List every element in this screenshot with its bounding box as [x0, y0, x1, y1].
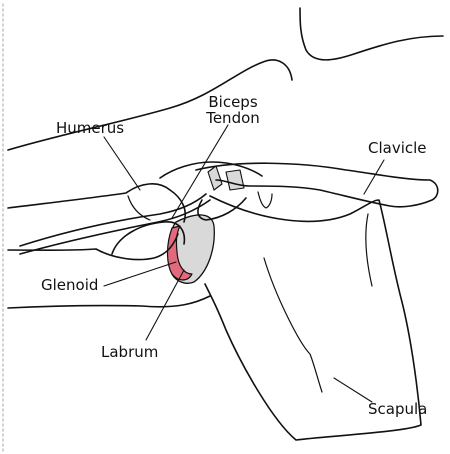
humerus-lower-edge: [8, 234, 178, 260]
ligament-shading: [208, 166, 244, 190]
glenoid-label: Glenoid: [41, 276, 98, 294]
biceps-label-line2: Tendon: [200, 109, 266, 127]
clavicle-inner-line: [258, 192, 272, 208]
scapula-contour-2: [366, 214, 372, 286]
scapula-leader-line: [334, 378, 372, 402]
glenoid-leader-line: [104, 262, 176, 286]
humerus-label: Humerus: [56, 119, 124, 137]
clavicle-label: Clavicle: [368, 139, 427, 157]
scapula-contour: [264, 258, 322, 392]
scapula-label: Scapula: [368, 400, 427, 418]
humerus-upper-edge: [8, 184, 185, 222]
arm-outline-lower: [8, 296, 210, 308]
neck-outline: [300, 8, 443, 60]
clavicle-leader-line: [364, 160, 384, 194]
humerus-leader-line: [104, 137, 140, 190]
labrum-label: Labrum: [101, 343, 158, 361]
